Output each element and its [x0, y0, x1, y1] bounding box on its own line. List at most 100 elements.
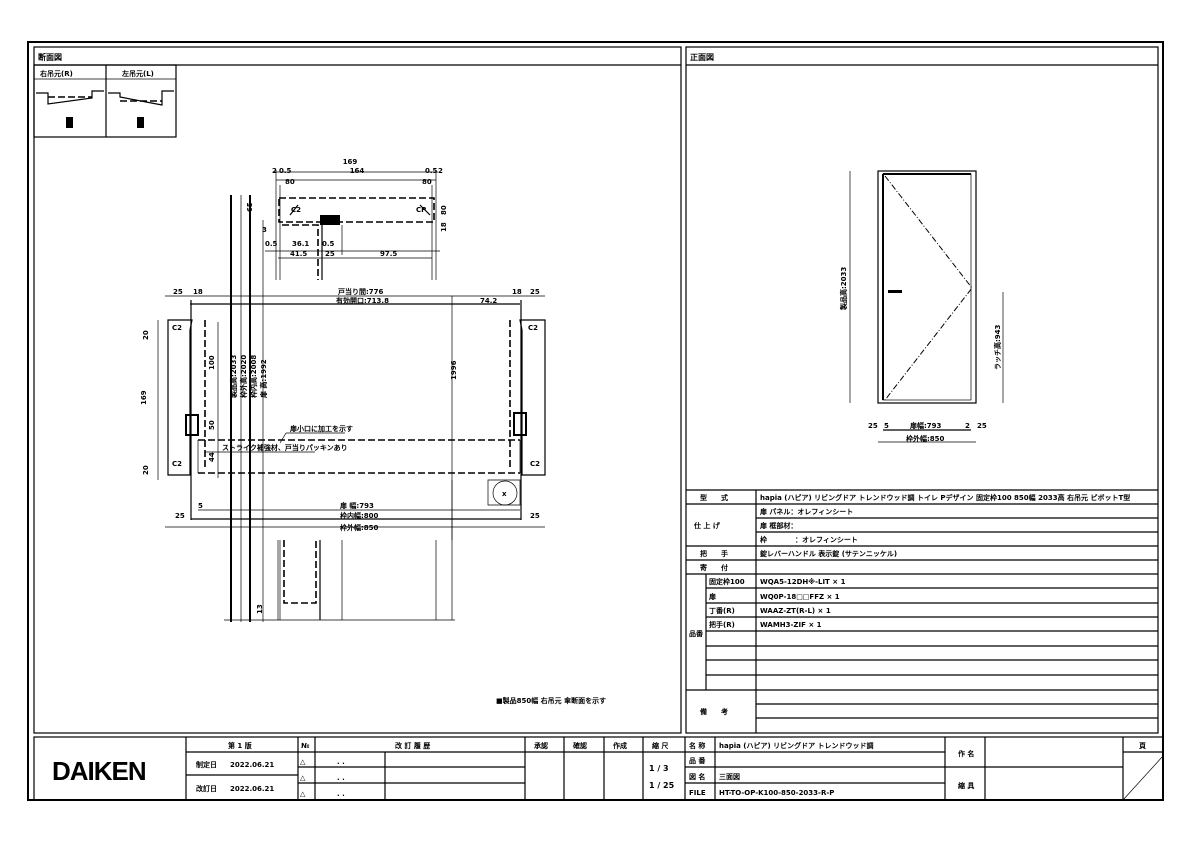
name-text: 丁番(R): [709, 606, 735, 615]
type-label-text: 型 式: [700, 493, 728, 502]
inner-w-text: 枠内幅:800: [340, 511, 379, 520]
note2-text: ストライク補強材、戸当りパッキンあり: [222, 443, 348, 452]
d80l-text: 80: [285, 178, 295, 186]
hinge-right-text: 右吊元(R): [39, 69, 73, 78]
d2-text: 2: [965, 422, 970, 430]
h100-text: 100: [208, 355, 216, 370]
c2b-text: C2: [172, 324, 182, 332]
h20b-text: 20: [142, 465, 150, 475]
d2l-text: 2: [272, 167, 277, 175]
create-text: 作成: [613, 741, 627, 750]
hA-text: 製品高:2033: [229, 355, 238, 399]
hinge-table: 右吊元(R) 左吊元(L): [33, 64, 177, 138]
door-w-text: 扉幅:793: [909, 421, 942, 430]
d5-text: 5: [198, 502, 203, 510]
0-text: . .: [337, 758, 345, 766]
height-text: 製品高:2033: [839, 267, 848, 311]
r25-text: 25: [530, 288, 540, 296]
d05r-text: 0.5: [425, 167, 438, 175]
b25r-text: 25: [530, 512, 540, 520]
total-169-text: 169: [343, 158, 358, 166]
hD-text: 扉 高:1992: [259, 359, 268, 399]
d25-text: 25: [325, 250, 335, 258]
established-label-text: 制定日: [196, 760, 217, 769]
h1996-text: 1996: [450, 360, 458, 380]
d415-text: 41.5: [290, 250, 307, 258]
history-label-text: 改 訂 履 歴: [395, 741, 430, 750]
no-label-text: №: [301, 742, 310, 750]
h169v-text: 169: [140, 390, 148, 405]
daiken-logo: DAIKEN: [52, 756, 146, 786]
outer-w-text: 枠外幅:850: [906, 434, 945, 443]
c2a-text: C2: [291, 206, 301, 214]
code-text: WAMH3-ZIF × 1: [760, 621, 822, 629]
revised-text: 2022.06.21: [230, 785, 274, 793]
file-label-text: FILE: [689, 789, 706, 797]
w164-text: 164: [350, 167, 365, 175]
d975-text: 97.5: [380, 250, 397, 258]
2-text: . .: [337, 790, 345, 798]
d2r-text: 2: [438, 167, 443, 175]
d365-text: 36.1: [292, 240, 309, 248]
name-text: 把手(R): [709, 620, 735, 629]
drawing-value-text: 三面図: [719, 772, 740, 781]
scale-label-text: 縮 尺: [652, 741, 668, 750]
hinge-left-text: 左吊元(L): [121, 69, 154, 78]
remarks-label-text: 備 考: [700, 707, 728, 716]
code-text: WQA5-12DH※-LIT × 1: [760, 577, 846, 586]
drawing-label-text: 図 名: [689, 772, 705, 781]
hB-text: 枠外高:2020: [239, 355, 248, 398]
h80-text: 80: [440, 205, 448, 215]
0-text: △: [300, 758, 306, 766]
2-text: 枠 ：オレフィンシート: [760, 535, 858, 544]
d13-text: 13: [256, 604, 264, 614]
scale2-text: 1 / 25: [649, 781, 675, 790]
check-text: 確認: [573, 741, 587, 750]
1-text: 扉 框部材：: [759, 521, 797, 530]
d80r-text: 80: [422, 178, 432, 186]
section-panel: [33, 46, 682, 734]
c2c-text: C2: [528, 324, 538, 332]
page-label-text: 頁: [1139, 742, 1146, 750]
d25r-text: 25: [977, 422, 987, 430]
l25-text: 25: [173, 288, 183, 296]
x-text: x: [502, 490, 507, 498]
opening-text: 有効開口:713.8: [336, 296, 389, 305]
door-w-text: 扉 幅:793: [339, 501, 374, 510]
d25l-text: 25: [868, 422, 878, 430]
finish-label-text: 仕 上 げ: [693, 521, 721, 530]
d5-text: 5: [884, 422, 889, 430]
note1-text: 扉小口に加工を示す: [289, 424, 353, 433]
h3-text: 3: [262, 226, 267, 234]
d05a-text: 0.5: [265, 240, 278, 248]
hC-text: 枠内高:2008: [249, 355, 258, 398]
file-value-text: HT-TO-OP-K100-850-2033-R-P: [719, 789, 834, 797]
h20a-text: 20: [142, 330, 150, 340]
h18-text: 18: [440, 222, 448, 232]
section-footnote: ■製品850幅 右吊元 傘断面を示す: [496, 696, 606, 705]
hardware-label-text: 寄 付: [700, 563, 728, 572]
1-text: . .: [337, 774, 345, 782]
front-title: 正面図: [690, 53, 714, 62]
d05l-text: 0.5: [279, 167, 292, 175]
d742-text: 74.2: [480, 297, 497, 305]
handle-label-text: 把 手: [700, 549, 728, 558]
established-text: 2022.06.21: [230, 761, 274, 769]
stop-text: 戸当り間:776: [338, 287, 384, 296]
c2e-text: C2: [530, 460, 540, 468]
l18-text: 18: [193, 288, 203, 296]
tool-label-text: 縮 具: [958, 781, 974, 790]
handle-icon: [888, 290, 902, 293]
product-no-label-text: 品 番: [689, 756, 706, 765]
name-text: 固定枠100: [709, 577, 745, 586]
name-label-text: 名 称: [689, 741, 705, 750]
h65-text: 65: [246, 202, 254, 212]
author-label-text: 作 名: [958, 749, 974, 758]
1-text: △: [300, 774, 306, 782]
handle-value-text: 錠レバーハンドル 表示錠 (サテンニッケル): [760, 549, 897, 558]
approve-text: 承認: [534, 741, 548, 750]
